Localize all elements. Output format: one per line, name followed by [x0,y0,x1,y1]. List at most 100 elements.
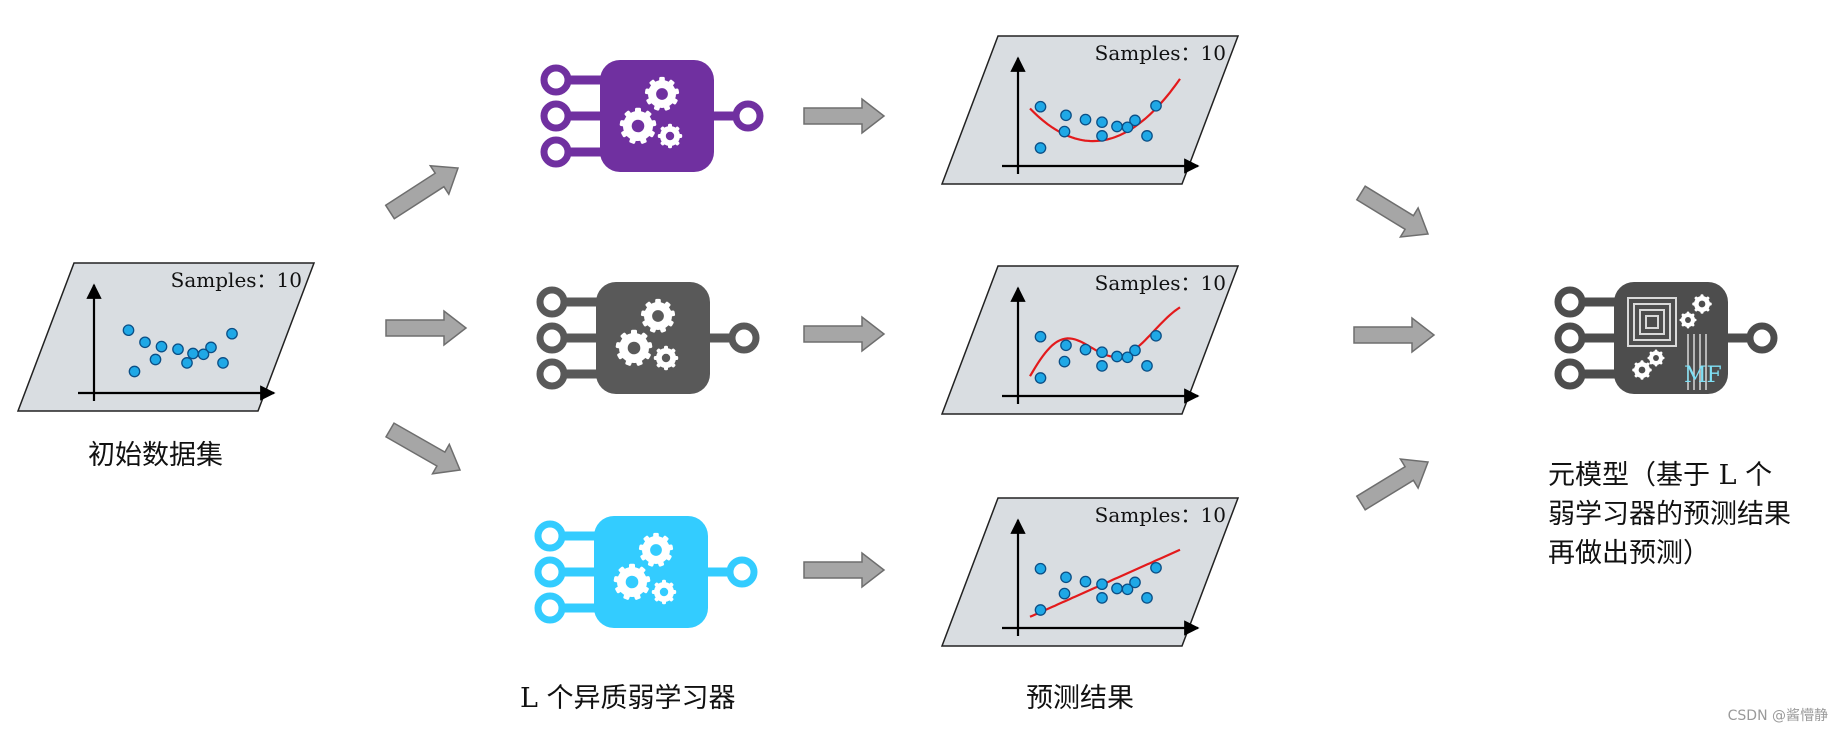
pin-ring [540,136,572,168]
gear-icon [1692,294,1712,314]
meta-model-label: 元模型（基于 L 个 弱学习器的预测结果 再做出预测） [1548,460,1791,569]
data-point [1034,562,1047,575]
samples-label: Samples：10 [1095,271,1226,295]
pin-ring [540,64,572,96]
gear-icon [615,329,653,366]
arrow-to-learner-3 [384,422,462,475]
arrow-to-learner-1 [384,164,460,220]
plot-background [940,497,1240,647]
data-point [1060,571,1072,584]
gear-icon [613,563,651,600]
prediction-plot-1: Samples：10 [940,35,1240,185]
arrow-to-meta-1 [1355,185,1430,238]
samples-label: Samples：10 [1095,41,1226,65]
data-point [1111,582,1123,595]
meta-badge-text: MF [1684,363,1722,388]
pin-ring [1554,286,1586,318]
prediction-plot-3: Samples：10 [940,497,1240,647]
pin-ring [540,100,572,132]
data-point [1060,339,1072,352]
pin-ring [1554,322,1586,354]
learner-chip-1 [540,60,764,172]
arrow-to-prediction-2 [803,315,886,353]
data-point [1058,355,1071,368]
data-point [1096,592,1108,604]
gear-icon [638,532,674,567]
data-point [1034,604,1047,616]
data-point [226,327,238,340]
pin-ring [728,322,760,354]
learner-chip-2 [536,282,760,394]
pin-ring [536,286,568,318]
gear-icon [644,76,680,111]
pin-ring [536,322,568,354]
data-point [1141,360,1153,372]
data-point [1111,120,1123,133]
data-point [187,347,199,360]
arrow-to-meta-2 [1353,316,1436,354]
data-point [217,357,229,369]
gear-icon [653,345,679,371]
data-point [122,324,135,337]
samples-label: Samples：10 [1095,503,1226,527]
data-point [149,353,162,366]
data-point [1121,121,1134,134]
data-point [1034,372,1047,384]
data-point [1129,344,1141,357]
samples-label: Samples：10 [171,268,302,292]
data-point [139,336,151,349]
arrow-to-learner-2 [385,309,468,347]
data-point [205,341,217,354]
data-point [1141,130,1153,142]
plot-background [940,265,1240,415]
gear-icon [640,298,676,333]
data-point [1129,114,1141,127]
data-point [128,365,141,378]
gear-icon [1632,360,1652,380]
predictions-label: 预测结果 [1026,683,1134,714]
gear-icon [619,107,657,144]
data-point [1079,113,1092,126]
pin-ring [536,358,568,390]
data-point [1129,576,1141,589]
chip-body [594,516,708,628]
data-point [1058,587,1071,600]
data-point [172,343,184,356]
data-point [1079,343,1092,356]
data-point [1150,561,1162,574]
data-point [1034,142,1047,154]
qr-pattern [1639,309,1665,335]
initial-dataset-label: 初始数据集 [88,440,223,471]
data-point [155,340,168,353]
pin-ring [534,592,566,624]
gear-icon [1647,349,1665,367]
pin-ring [534,556,566,588]
arrow-to-meta-3 [1355,458,1430,511]
prediction-plot-2: Samples：10 [940,265,1240,415]
data-point [197,348,210,361]
data-point [1058,125,1071,138]
gear-icon [651,579,677,605]
arrow-to-prediction-3 [803,551,886,589]
data-point [1034,100,1047,113]
data-point [1034,330,1047,343]
data-point [1096,130,1108,142]
data-point [1096,578,1108,591]
data-point [1079,575,1092,588]
pin-ring [534,520,566,552]
data-point [1096,360,1108,372]
learner-chips: MF [534,60,1778,628]
chip-body [596,282,710,394]
pin-ring [732,100,764,132]
qr-pattern [1645,315,1659,329]
meta-model-chip: MF [1554,282,1778,394]
data-point [1121,351,1134,364]
data-point [1141,592,1153,604]
pin-ring [1554,358,1586,390]
pin-ring [1746,322,1778,354]
data-point [1060,109,1072,122]
chip-body [600,60,714,172]
data-point [1150,99,1162,112]
plot-background [16,262,316,412]
